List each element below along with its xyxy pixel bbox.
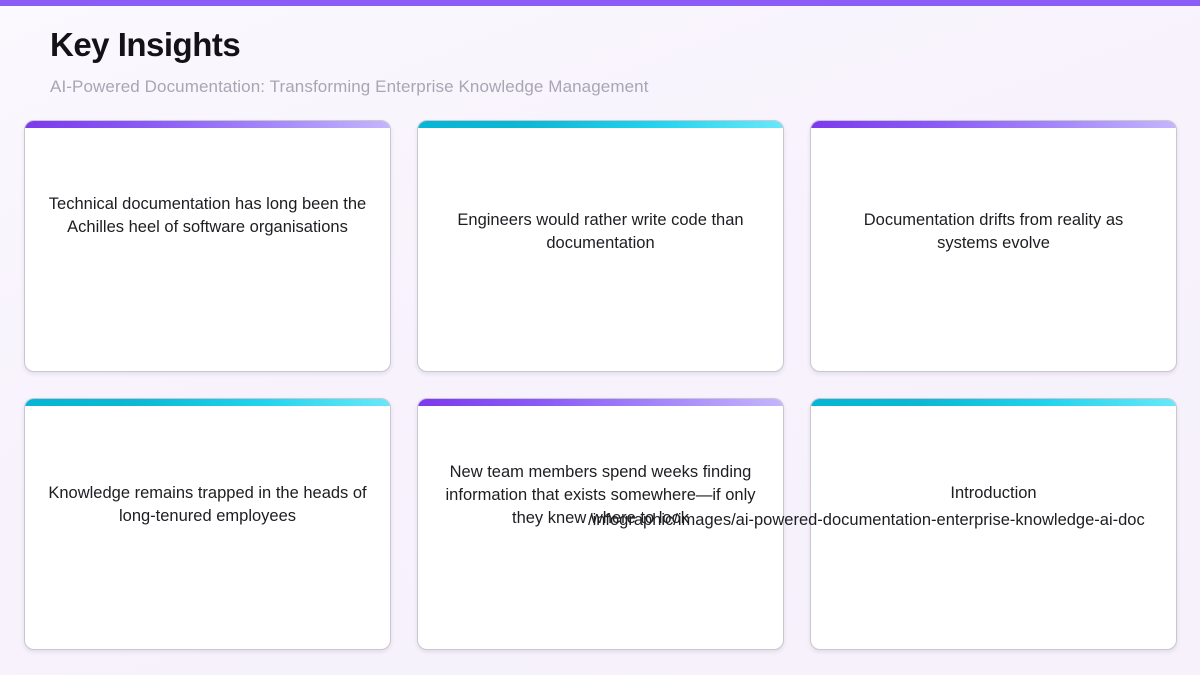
- insight-card-3[interactable]: Documentation drifts from reality as sys…: [810, 120, 1177, 372]
- insight-card-grid: Technical documentation has long been th…: [24, 120, 1177, 650]
- card-accent-bar: [811, 399, 1176, 406]
- card-accent-bar: [25, 121, 390, 128]
- insight-card-1[interactable]: Technical documentation has long been th…: [24, 120, 391, 372]
- top-accent-bar: [0, 0, 1200, 6]
- insight-card-5[interactable]: New team members spend weeks finding inf…: [417, 398, 784, 650]
- insight-card-text: New team members spend weeks finding inf…: [445, 463, 756, 527]
- card-accent-bar: [25, 399, 390, 406]
- insight-card-4[interactable]: Knowledge remains trapped in the heads o…: [24, 398, 391, 650]
- insight-card-text: Technical documentation has long been th…: [48, 195, 367, 236]
- insight-card-text: Knowledge remains trapped in the heads o…: [48, 484, 367, 525]
- card-accent-bar: [418, 399, 783, 406]
- page-header: Key Insights AI-Powered Documentation: T…: [50, 6, 1170, 97]
- insight-card-text: Introduction: [950, 484, 1037, 502]
- insight-card-2[interactable]: Engineers would rather write code than d…: [417, 120, 784, 372]
- card-accent-bar: [418, 121, 783, 128]
- insight-card-text: Engineers would rather write code than d…: [457, 211, 744, 252]
- page-title: Key Insights: [50, 26, 241, 63]
- page-subtitle: AI-Powered Documentation: Transforming E…: [50, 77, 649, 97]
- card-accent-bar: [811, 121, 1176, 128]
- insight-card-6[interactable]: Introduction: [810, 398, 1177, 650]
- insight-card-text: Documentation drifts from reality as sys…: [863, 211, 1124, 252]
